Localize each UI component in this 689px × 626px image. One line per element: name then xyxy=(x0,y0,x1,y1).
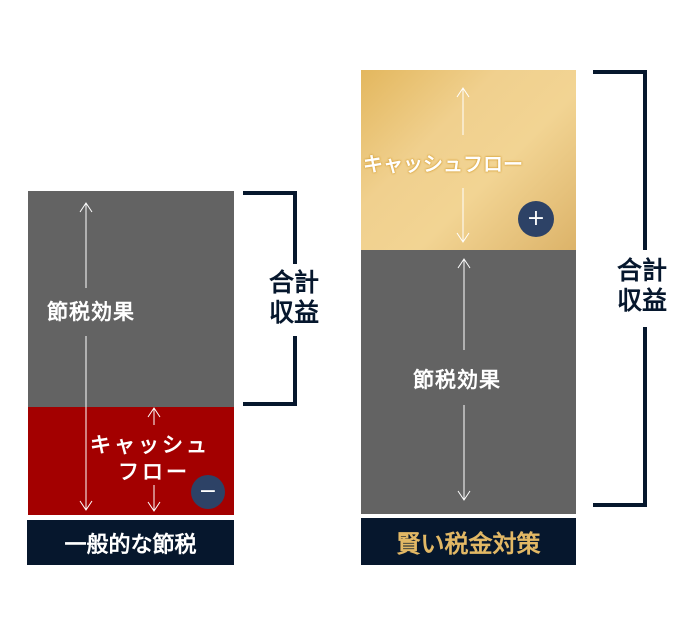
left-bracket-lower xyxy=(293,336,297,406)
left-cashflow-text-2: フロー xyxy=(118,460,190,484)
right-bracket-bottom xyxy=(593,503,647,507)
left-label-general-tax-saving: 一般的な節税 xyxy=(27,520,234,565)
left-total-label: 合計 収益 xyxy=(262,268,326,328)
right-total-label: 合計 収益 xyxy=(610,256,674,316)
left-total-line1: 合計 xyxy=(268,268,319,297)
right-arrows-icon xyxy=(456,87,471,501)
right-total-line1: 合計 xyxy=(616,256,667,285)
tax-effect-block-right xyxy=(361,250,576,514)
right-cashflow-text: キャッシュフロー xyxy=(363,152,523,176)
left-tax-effect-text: 節税効果 xyxy=(47,300,135,324)
left-bracket-top xyxy=(243,191,297,195)
right-total-line2: 収益 xyxy=(616,286,667,315)
right-tax-effect-text: 節税効果 xyxy=(413,368,501,392)
left-cashflow-text-1: キャッシュ xyxy=(90,433,210,457)
right-bracket-top xyxy=(593,70,647,74)
tax-effect-arrow-icon xyxy=(79,202,161,512)
left-bracket-upper xyxy=(293,191,297,264)
left-total-line2: 収益 xyxy=(268,298,319,327)
right-bracket-lower xyxy=(643,327,647,507)
right-bracket-upper xyxy=(643,70,647,250)
plus-icon: + xyxy=(518,201,554,237)
tax-effect-block xyxy=(28,191,234,407)
minus-icon: − xyxy=(191,475,225,509)
right-label-smart-tax-strategy: 賢い税金対策 xyxy=(361,518,576,565)
left-bracket-bottom xyxy=(243,402,297,406)
